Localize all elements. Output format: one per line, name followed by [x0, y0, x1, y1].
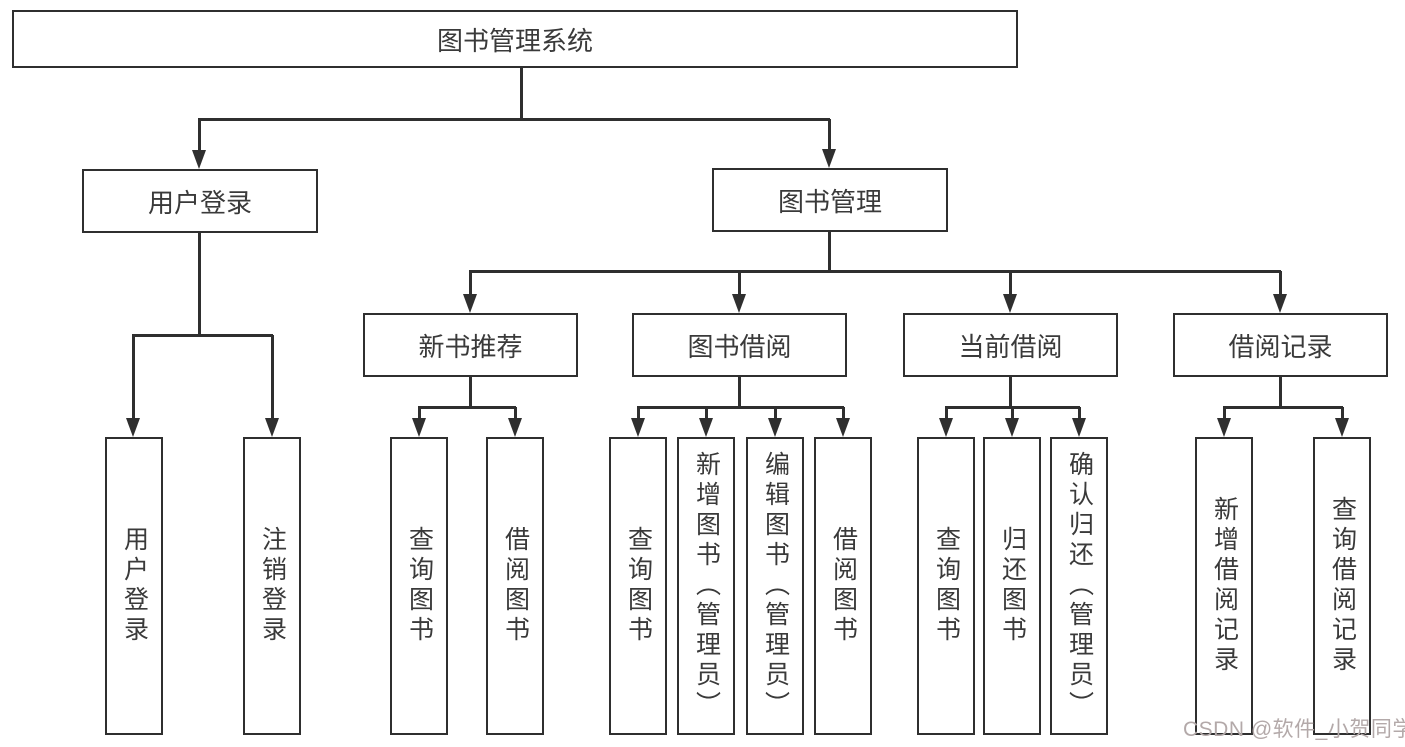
connector-line — [469, 377, 472, 408]
node-label: 借阅记录 — [1228, 331, 1333, 362]
node-label: 图书借阅 — [687, 331, 792, 362]
arrowhead-icon — [822, 149, 836, 168]
node-label: 图书管理系统 — [436, 25, 593, 56]
connector-line — [132, 334, 273, 337]
connector-line — [842, 407, 845, 427]
csdn-watermark: CSDN @软件_小贺同学 — [1183, 718, 1405, 741]
arrowhead-icon — [192, 150, 206, 169]
arrowhead-icon — [1072, 418, 1086, 437]
node-new-book-recommend: 新书推荐 — [363, 313, 578, 377]
connector-line — [1011, 407, 1014, 427]
node-label: 借阅图书 — [829, 526, 858, 646]
connector-line — [637, 406, 844, 409]
arrowhead-icon — [939, 418, 953, 437]
node-label: 新增借阅记录 — [1210, 496, 1239, 676]
connector-line — [469, 271, 472, 303]
connector-line — [418, 406, 516, 409]
connector-line — [738, 377, 741, 408]
node-label: 当前借阅 — [958, 331, 1063, 362]
node-label: 确认归还（管理员） — [1065, 451, 1094, 721]
arrowhead-icon — [732, 294, 746, 313]
leaf-logout: 注销登录 — [243, 437, 301, 735]
leaf-query-borrow-record: 查询借阅记录 — [1313, 437, 1371, 735]
leaf-confirm-return-admin: 确认归还（管理员） — [1050, 437, 1108, 735]
leaf-edit-book-admin: 编辑图书（管理员） — [746, 437, 804, 735]
connector-line — [774, 407, 777, 427]
connector-line — [198, 118, 830, 121]
connector-line — [271, 335, 274, 427]
connector-line — [705, 407, 708, 427]
node-label: 归还图书 — [998, 526, 1027, 646]
arrowhead-icon — [508, 418, 522, 437]
connector-line — [1078, 407, 1081, 427]
node-label: 图书管理 — [777, 186, 882, 217]
connector-line — [1223, 407, 1226, 427]
node-label: 用户登录 — [120, 526, 149, 646]
connector-line — [945, 407, 948, 427]
connector-line — [198, 233, 201, 336]
node-label: 新增图书（管理员） — [692, 451, 721, 721]
node-current-borrowing: 当前借阅 — [903, 313, 1118, 377]
arrowhead-icon — [1003, 294, 1017, 313]
connector-line — [198, 119, 201, 159]
connector-line — [1279, 271, 1282, 303]
node-user-login: 用户登录 — [82, 169, 318, 233]
arrowhead-icon — [699, 418, 713, 437]
arrowhead-icon — [768, 418, 782, 437]
connector-line — [132, 335, 135, 427]
node-book-borrowing: 图书借阅 — [632, 313, 847, 377]
connector-line — [418, 407, 421, 427]
connector-line — [520, 68, 523, 119]
connector-line — [828, 119, 831, 159]
leaf-borrow-books-borrowing: 借阅图书 — [814, 437, 872, 735]
node-label: 查询图书 — [624, 526, 653, 646]
connector-line — [1279, 377, 1282, 408]
connector-line — [637, 407, 640, 427]
leaf-user-login: 用户登录 — [105, 437, 163, 735]
connector-line — [1341, 407, 1344, 427]
connector-line — [1223, 406, 1343, 409]
arrowhead-icon — [836, 418, 850, 437]
node-label: 借阅图书 — [501, 526, 530, 646]
connector-line — [1009, 377, 1012, 408]
leaf-query-books-borrowing: 查询图书 — [609, 437, 667, 735]
connector-line — [945, 406, 1080, 409]
node-label: 注销登录 — [258, 526, 287, 646]
arrowhead-icon — [412, 418, 426, 437]
connector-line — [469, 270, 1281, 273]
arrowhead-icon — [265, 418, 279, 437]
arrowhead-icon — [1005, 418, 1019, 437]
node-book-management: 图书管理 — [712, 168, 948, 232]
arrowhead-icon — [631, 418, 645, 437]
node-label: 查询图书 — [932, 526, 961, 646]
node-label: 新书推荐 — [418, 331, 523, 362]
arrowhead-icon — [1335, 418, 1349, 437]
arrowhead-icon — [463, 294, 477, 313]
leaf-query-books-recommend: 查询图书 — [390, 437, 448, 735]
node-label: 编辑图书（管理员） — [761, 451, 790, 721]
connector-line — [828, 232, 831, 273]
leaf-query-books-current: 查询图书 — [917, 437, 975, 735]
connector-line — [738, 271, 741, 303]
node-library-system: 图书管理系统 — [12, 10, 1018, 68]
node-label: 用户登录 — [147, 187, 252, 218]
leaf-borrow-books-recommend: 借阅图书 — [486, 437, 544, 735]
leaf-return-books: 归还图书 — [983, 437, 1041, 735]
connector-line — [514, 407, 517, 427]
node-label: 查询借阅记录 — [1328, 496, 1357, 676]
leaf-add-borrow-record: 新增借阅记录 — [1195, 437, 1253, 735]
arrowhead-icon — [1273, 294, 1287, 313]
connector-line — [1009, 271, 1012, 303]
arrowhead-icon — [1217, 418, 1231, 437]
node-borrowing-records: 借阅记录 — [1173, 313, 1388, 377]
arrowhead-icon — [126, 418, 140, 437]
leaf-add-book-admin: 新增图书（管理员） — [677, 437, 735, 735]
node-label: 查询图书 — [405, 526, 434, 646]
